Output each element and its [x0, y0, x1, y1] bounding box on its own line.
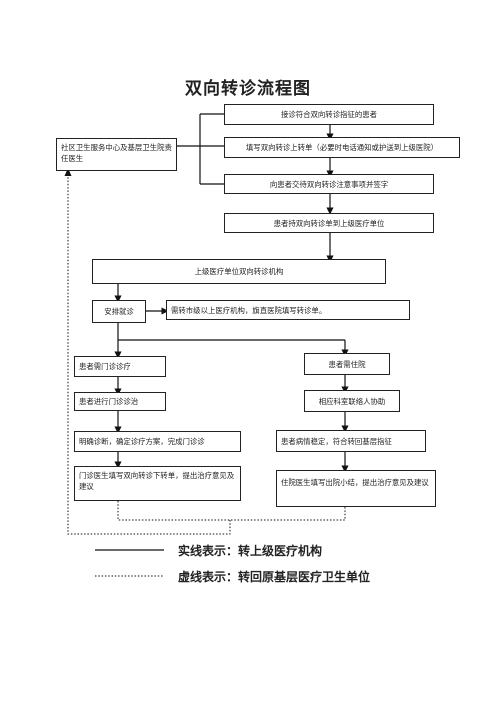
- upper-institution-box: 上级医疗单位双向转诊机构: [92, 259, 386, 284]
- accept-patient-box: 接诊符合双向转诊指征的患者: [224, 104, 434, 125]
- legend-solid-text: 实线表示：转上级医疗机构: [178, 544, 323, 558]
- department-coordinator-box: 相应科室联络人协助: [304, 390, 400, 412]
- outpatient-downward-box: 门诊医生填写双向转诊下转单，提出治疗意见及建议: [74, 466, 241, 501]
- legend-dotted-text: 虚线表示：转回原基层医疗卫生单位: [178, 570, 371, 584]
- referral-note-box: 需转市级以上医疗机构，旗直医院填写转诊单。: [166, 300, 410, 320]
- stable-condition-box: 患者病情稳定，符合转回基层指征: [276, 430, 426, 452]
- inpatient-downward-box: 住院医生填写出院小结，提出治疗意见及建议: [276, 470, 436, 507]
- diagnosis-box: 明确诊断，确定诊疗方案，完成门诊诊: [74, 431, 241, 452]
- arrange-visit-box: 安排就诊: [92, 300, 146, 323]
- page-title: 双向转诊流程图: [185, 79, 311, 99]
- notify-patient-box: 向患者交待双向转诊注意事项并签字: [224, 174, 434, 194]
- outpatient-treatment-box: 患者进行门诊诊治: [74, 392, 166, 411]
- inpatient-box: 患者需住院: [304, 353, 390, 375]
- outpatient-box: 患者需门诊诊疗: [74, 356, 166, 377]
- community-doctor-box: 社区卫生服务中心及基层卫生院责任医生: [56, 138, 177, 171]
- fill-referral-box: 填写双向转诊上转单（必要时电话通知或护送到上级医院）: [224, 137, 460, 158]
- carry-referral-box: 患者持双向转诊单到上级医疗单位: [224, 213, 434, 233]
